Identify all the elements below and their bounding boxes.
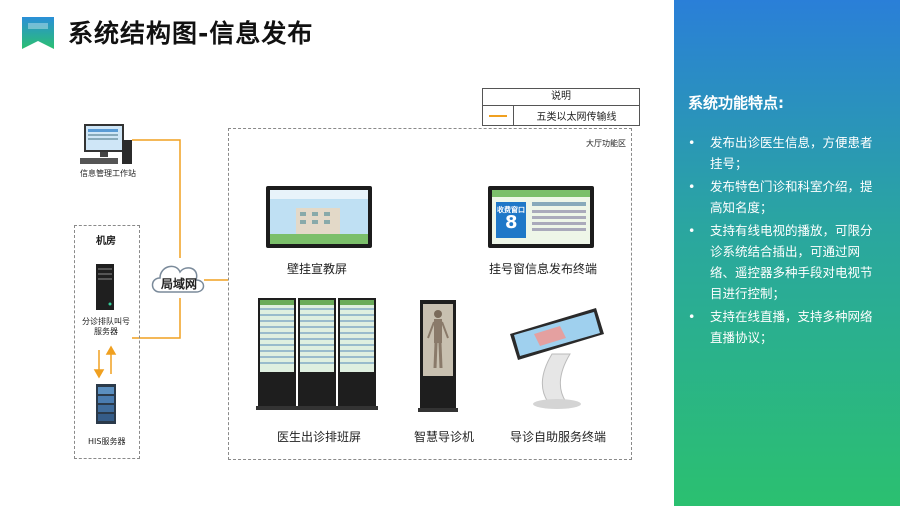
his-server-label: HIS服务器: [88, 437, 126, 446]
registration-window-number: 8: [505, 212, 518, 233]
legend: 说明 五类以太网传输线: [482, 88, 640, 126]
registration-window-text: 收费窗口: [497, 206, 525, 214]
workstation-label: 信息管理工作站: [80, 169, 136, 178]
legend-line-swatch: [483, 106, 514, 125]
wall-screen-icon: [266, 186, 372, 248]
connection-lines: [93, 139, 228, 379]
lan-cloud-icon: [151, 265, 205, 293]
doctor-schedule-screen-label: 医生出诊排班屏: [277, 430, 362, 444]
doctor-schedule-screen-icon: [256, 298, 378, 410]
logo-icon: [22, 17, 54, 49]
wall-screen-label: 壁挂宣教屏: [287, 262, 348, 276]
page-title: 系统结构图-信息发布: [68, 19, 314, 48]
feature-item: 发布特色门诊和科室介绍，提高知名度；: [684, 176, 884, 218]
legend-header: 说明: [483, 89, 639, 106]
feature-item: 发布出诊医生信息，方便患者挂号；: [684, 132, 884, 174]
features-heading: 系统功能特点:: [688, 94, 784, 112]
his-server-icon: [96, 384, 116, 424]
machine-room-box: [74, 225, 140, 459]
legend-item: 五类以太网传输线: [536, 112, 617, 123]
features-list: 发布出诊医生信息，方便患者挂号； 发布特色门诊和科室介绍，提高知名度； 支持有线…: [684, 132, 884, 350]
machine-room-label: 机房: [96, 236, 116, 247]
queue-server-label: 分诊排队叫号 服务器: [82, 317, 130, 336]
feature-item: 支持在线直播，支持多种网络直播协议；: [684, 306, 884, 348]
features-panel: 系统功能特点: 发布出诊医生信息，方便患者挂号； 发布特色门诊和科室介绍，提高知…: [674, 0, 900, 506]
workstation-icon: [80, 124, 132, 164]
self-service-terminal-icon: [510, 308, 604, 409]
registration-terminal-label: 挂号窗信息发布终端: [489, 262, 598, 276]
hall-area-box: [228, 128, 632, 460]
registration-terminal-icon: [488, 186, 594, 248]
lan-label: 局域网: [161, 277, 198, 291]
smart-guide-kiosk-icon: [418, 300, 458, 412]
smart-guide-label: 智慧导诊机: [414, 430, 475, 444]
self-service-terminal-label: 导诊自助服务终端: [510, 430, 607, 444]
feature-item: 支持有线电视的播放，可限分诊系统结合插出，可通过网络、遥控器多种手段对电视节目进…: [684, 220, 884, 304]
queue-server-icon: [96, 264, 114, 310]
hall-area-label: 大厅功能区: [586, 139, 626, 148]
